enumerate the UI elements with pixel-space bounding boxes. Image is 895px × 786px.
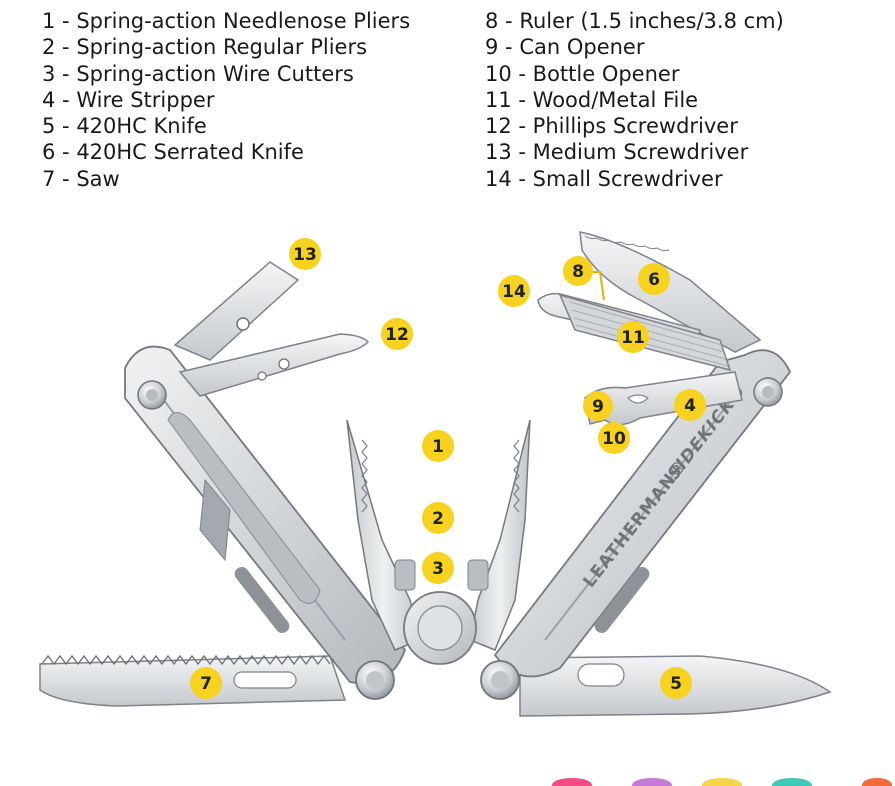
- callout-marker-7: 7: [190, 667, 222, 699]
- legend-item-3: 3 - Spring-action Wire Cutters: [42, 61, 354, 86]
- legend-left-column: 1 - Spring-action Needlenose Pliers 2 - …: [42, 8, 410, 192]
- legend-item-6: 6 - 420HC Serrated Knife: [42, 140, 304, 165]
- legend-item-2: 2 - Spring-action Regular Pliers: [42, 35, 368, 60]
- legend-item-14: 14 - Small Screwdriver: [485, 166, 723, 191]
- swatch-yellow: [702, 778, 742, 786]
- callout-marker-2: 2: [422, 502, 454, 534]
- legend-item-10: 10 - Bottle Opener: [485, 61, 680, 86]
- callout-marker-11: 11: [617, 321, 649, 353]
- callout-marker-3: 3: [422, 552, 454, 584]
- svg-text:2: 2: [432, 509, 444, 529]
- legend-item-9: 9 - Can Opener: [485, 35, 645, 60]
- pliers-jaws: [346, 419, 531, 665]
- callout-marker-10: 10: [598, 422, 630, 454]
- svg-text:14: 14: [502, 282, 526, 302]
- callout-marker-8: 8: [563, 256, 593, 286]
- phillips-screwdriver: [178, 333, 370, 397]
- color-swatch-strip: [0, 770, 895, 786]
- swatch-teal: [772, 778, 812, 786]
- medium-screwdriver: [173, 261, 300, 361]
- svg-text:10: 10: [602, 429, 626, 449]
- callout-marker-1: 1: [422, 430, 454, 462]
- swatch-pink: [552, 778, 592, 786]
- legend-item-4: 4 - Wire Stripper: [42, 87, 215, 112]
- serrated-knife: [579, 231, 762, 353]
- ruler-indicator-line: [590, 271, 605, 301]
- svg-text:4: 4: [684, 396, 696, 416]
- swatch-purple: [632, 778, 672, 786]
- callout-marker-4: 4: [674, 389, 706, 421]
- legend-item-11: 11 - Wood/Metal File: [485, 87, 699, 112]
- svg-text:12: 12: [385, 325, 409, 345]
- legend-item-13: 13 - Medium Screwdriver: [485, 140, 749, 165]
- svg-text:7: 7: [200, 674, 212, 694]
- svg-text:1: 1: [432, 437, 444, 457]
- legend-item-7: 7 - Saw: [42, 166, 120, 191]
- callout-marker-14: 14: [498, 275, 530, 307]
- svg-text:8: 8: [572, 262, 584, 282]
- svg-text:5: 5: [670, 674, 682, 694]
- callout-marker-12: 12: [381, 318, 413, 350]
- swatch-orange: [862, 778, 892, 786]
- svg-text:9: 9: [592, 397, 604, 417]
- legend-right-column: 8 - Ruler (1.5 inches/3.8 cm) 9 - Can Op…: [485, 8, 784, 192]
- svg-text:11: 11: [621, 328, 645, 348]
- callout-marker-9: 9: [583, 391, 613, 421]
- svg-text:3: 3: [432, 559, 444, 579]
- callout-marker-5: 5: [660, 667, 692, 699]
- callout-marker-13: 13: [289, 238, 321, 270]
- callout-marker-6: 6: [638, 263, 670, 295]
- legend-item-1: 1 - Spring-action Needlenose Pliers: [42, 9, 411, 33]
- legend-item-12: 12 - Phillips Screwdriver: [485, 114, 738, 139]
- svg-text:13: 13: [293, 245, 317, 265]
- legend-item-5: 5 - 420HC Knife: [42, 114, 207, 139]
- legend-item-8: 8 - Ruler (1.5 inches/3.8 cm): [485, 9, 784, 33]
- svg-text:6: 6: [648, 270, 660, 290]
